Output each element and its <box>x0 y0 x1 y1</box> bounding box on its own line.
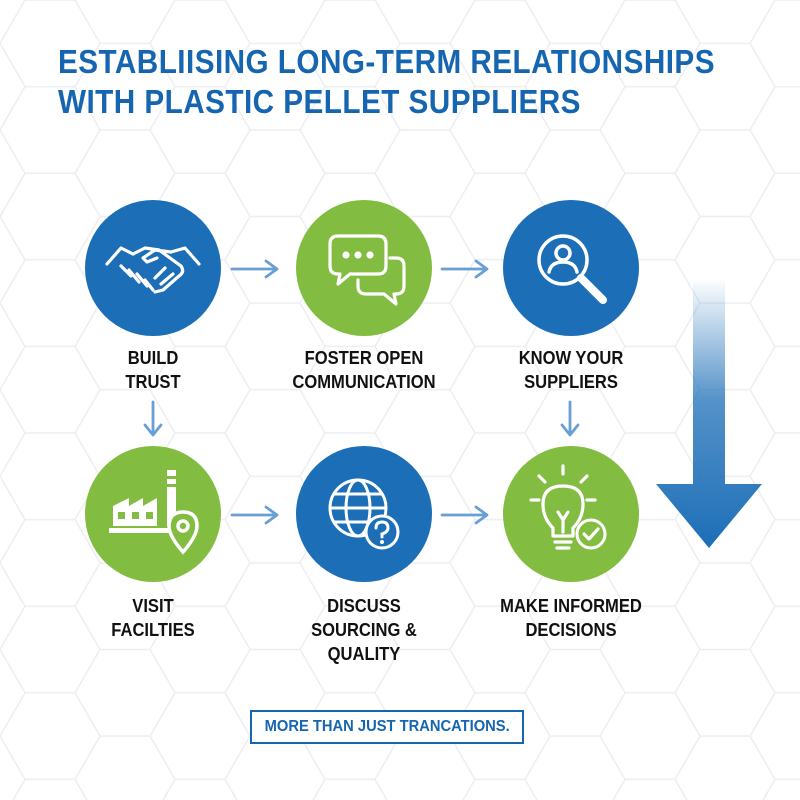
know-suppliers-circle <box>503 200 639 336</box>
chat-bubbles-icon <box>328 234 406 306</box>
know-suppliers-label: KNOW YOUR SUPPLIERS <box>518 348 624 392</box>
globe-question-icon <box>328 478 400 550</box>
arrow-right-icon <box>230 505 279 525</box>
arrow-right-icon <box>440 259 489 279</box>
magnifier-person-icon <box>537 234 607 304</box>
discuss-sourcing-label: DISCUSS SOURCING & QUALITY <box>311 596 417 664</box>
discuss-sourcing-circle <box>296 446 432 582</box>
foster-communication-circle <box>296 200 432 336</box>
informed-decisions-label: MAKE INFORMED DECISIONS <box>500 596 642 640</box>
lightbulb-check-icon <box>529 464 607 550</box>
title-line-1: ESTABLIISING LONG-TERM RELATIONSHIPS <box>58 43 715 80</box>
handshake-icon <box>105 246 201 294</box>
build-trust-circle <box>85 200 221 336</box>
visit-facilities-circle <box>85 446 221 582</box>
visit-facilities-label: VISIT FACILTIES <box>111 596 195 640</box>
informed-decisions-circle <box>503 446 639 582</box>
factory-pin-icon <box>109 470 199 555</box>
arrow-down-icon <box>560 400 580 437</box>
foster-communication-label: FOSTER OPEN COMMUNICATION <box>292 348 436 392</box>
build-trust-label: BUILD TRUST <box>125 348 181 392</box>
arrow-right-icon <box>440 505 489 525</box>
arrow-right-icon <box>230 259 279 279</box>
page-title: ESTABLIISING LONG-TERM RELATIONSHIPS WIT… <box>58 42 715 122</box>
footer-tagline: MORE THAN JUST TRANCATIONS. <box>250 710 524 744</box>
large-down-arrow-icon <box>656 278 762 548</box>
title-line-2: WITH PLASTIC PELLET SUPPLIERS <box>58 83 581 120</box>
arrow-down-icon <box>143 400 163 437</box>
